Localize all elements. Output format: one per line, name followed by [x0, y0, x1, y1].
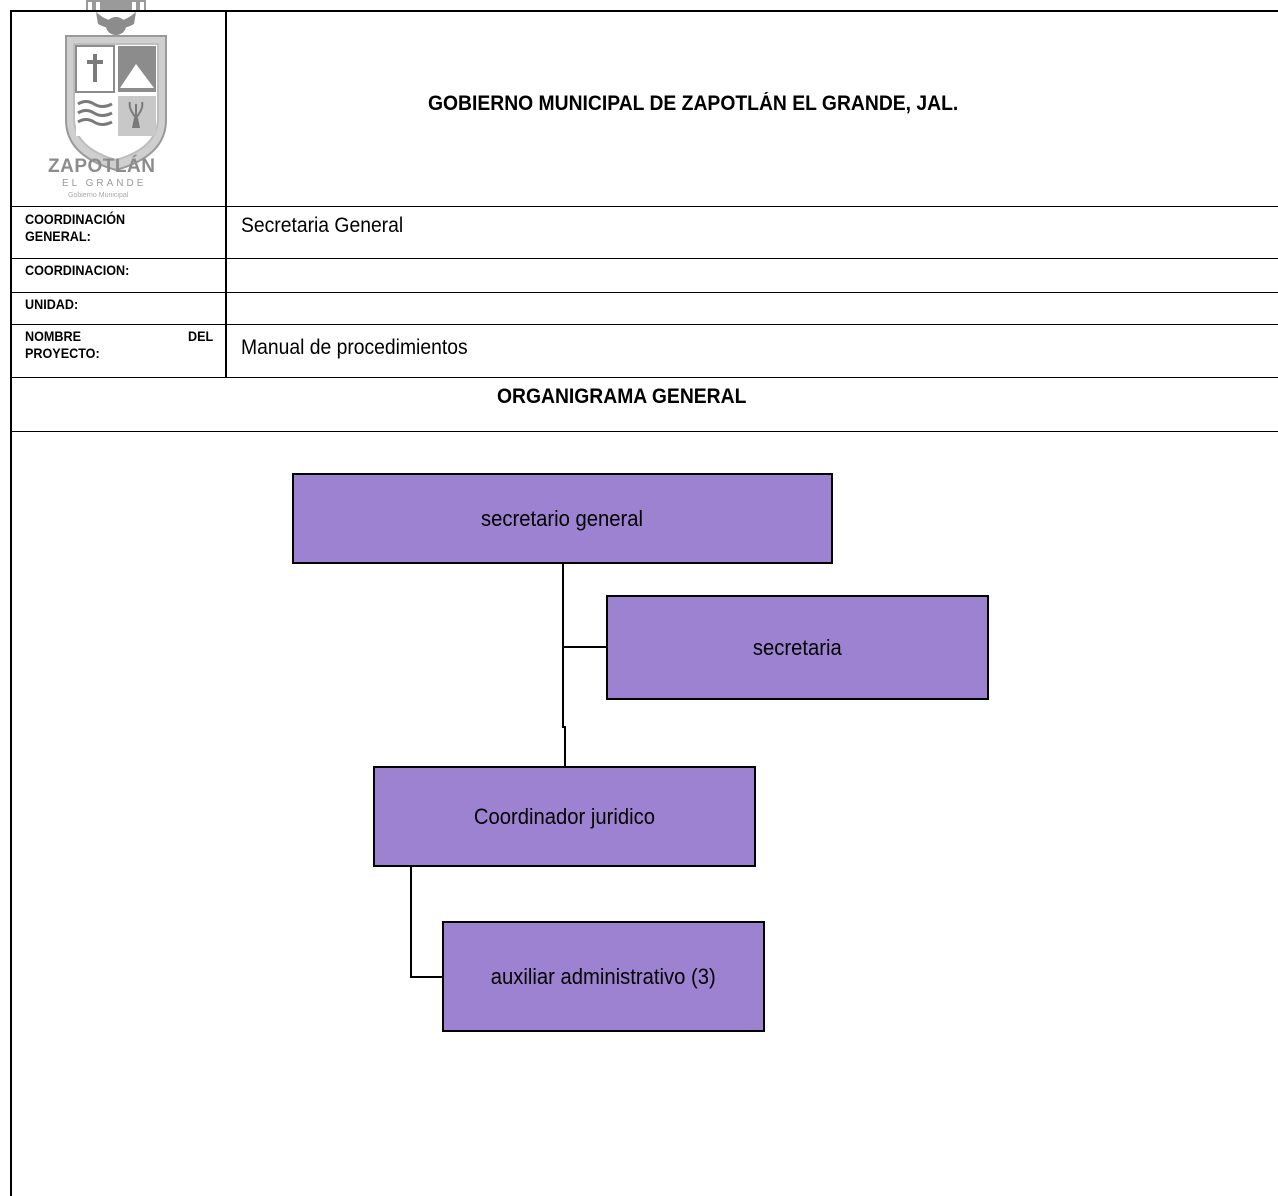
org-node-label: secretario general — [481, 505, 644, 531]
table-border-left — [10, 10, 12, 1196]
municipal-logo: ZAPOTLÁN EL GRANDE Gobierno Municipal — [36, 0, 196, 206]
table-row-divider — [10, 324, 1278, 325]
logo-name-text: ZAPOTLÁN — [48, 156, 156, 177]
table-row-divider — [10, 431, 1278, 432]
org-node-secretaria: secretaria — [606, 595, 989, 700]
document-title: GOBIERNO MUNICIPAL DE ZAPOTLÁN EL GRANDE… — [428, 92, 959, 115]
org-node-coordinador-juridico: Coordinador juridico — [373, 766, 756, 867]
field-label-coordinacion: COORDINACION: — [25, 262, 130, 278]
field-label-coordinacion-general-line1: COORDINACIÓN — [25, 211, 126, 227]
org-node-label: auxiliar administrativo (3) — [491, 963, 716, 989]
logo-subtitle-text: EL GRANDE — [62, 178, 147, 189]
section-title: ORGANIGRAMA GENERAL — [497, 385, 747, 408]
table-border-top — [10, 10, 1278, 12]
field-label-unidad: UNIDAD: — [25, 296, 79, 312]
connector-line — [562, 646, 608, 648]
coat-of-arms-icon — [65, 0, 167, 172]
field-label-coordinacion-general-line2: GENERAL: — [25, 228, 91, 244]
connector-line — [564, 726, 566, 768]
org-node-label: Coordinador juridico — [473, 803, 656, 829]
field-label-del: DEL — [188, 328, 214, 344]
org-node-label: secretaria — [753, 634, 842, 660]
connector-line — [410, 866, 412, 978]
table-row-divider — [10, 258, 1278, 259]
org-node-auxiliar-administrativo: auxiliar administrativo (3) — [442, 921, 765, 1032]
table-column-divider — [225, 10, 227, 378]
table-row-divider — [10, 292, 1278, 293]
logo-caption-text: Gobierno Municipal — [68, 192, 129, 199]
connector-line — [562, 562, 564, 728]
table-row-divider — [10, 206, 1278, 207]
connector-line — [410, 976, 444, 978]
field-value-coordinacion-general: Secretaria General — [241, 214, 404, 237]
field-label-proyecto: PROYECTO: — [25, 345, 100, 361]
field-value-nombre-del-proyecto: Manual de procedimientos — [241, 336, 468, 359]
org-node-secretario-general: secretario general — [292, 473, 833, 564]
field-label-nombre: NOMBRE — [25, 328, 82, 344]
table-row-divider — [10, 377, 1278, 378]
